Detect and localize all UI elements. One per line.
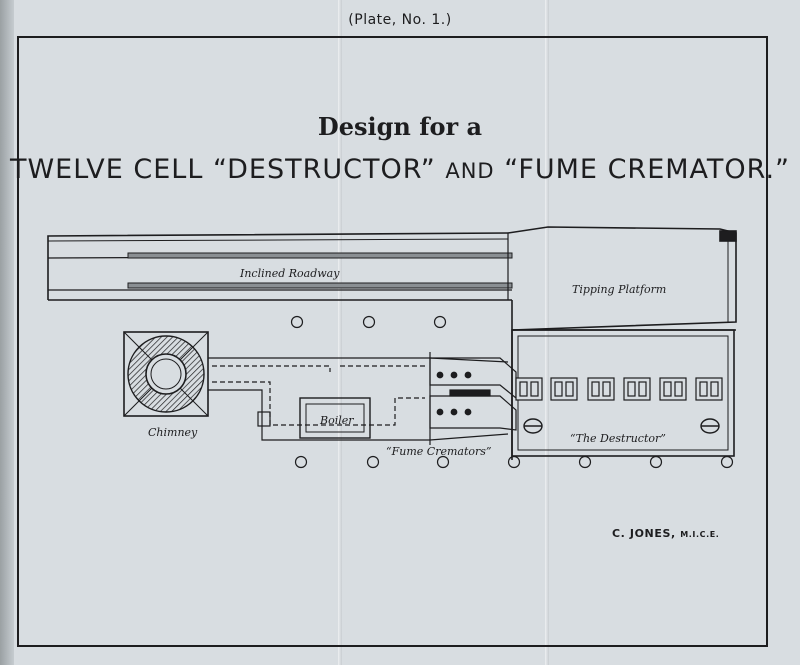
destructor-label: “The Destructor”: [570, 432, 666, 445]
chimney: [123, 331, 209, 417]
destructor-doors: [523, 418, 720, 434]
title-destructor: TWELVE CELL “DESTRUCTOR”: [9, 154, 436, 185]
author-name: C. JONES,: [612, 527, 676, 540]
roadway-label: Inclined Roadway: [239, 267, 340, 280]
destructor-cells: [515, 377, 723, 401]
title-and: AND: [445, 159, 495, 183]
author-degree: M.I.C.E.: [680, 530, 720, 539]
plate-number: (Plate, No. 1.): [348, 12, 452, 28]
chimney-label: Chimney: [148, 426, 198, 439]
paper-edge: [0, 0, 14, 665]
boiler-label: Boiler: [319, 414, 354, 427]
title-line-2: TWELVE CELL “DESTRUCTOR” AND “FUME CREMA…: [0, 154, 800, 185]
paper-fold: [338, 0, 342, 665]
inclined-roadway: [47, 232, 513, 301]
plate-border: [17, 36, 768, 647]
title-fume-cremator: “FUME CREMATOR.”: [504, 154, 791, 185]
fume-cremators: [429, 357, 517, 431]
fume-label: “Fume Cremators”: [386, 445, 492, 458]
flues-and-boiler: [208, 352, 509, 445]
author-credit: C. JONES, M.I.C.E.: [612, 527, 719, 540]
platform-label: Tipping Platform: [572, 283, 666, 296]
column-markers: [290, 315, 734, 469]
paper-fold: [545, 0, 549, 665]
title-line-1: Design for a: [317, 112, 483, 141]
